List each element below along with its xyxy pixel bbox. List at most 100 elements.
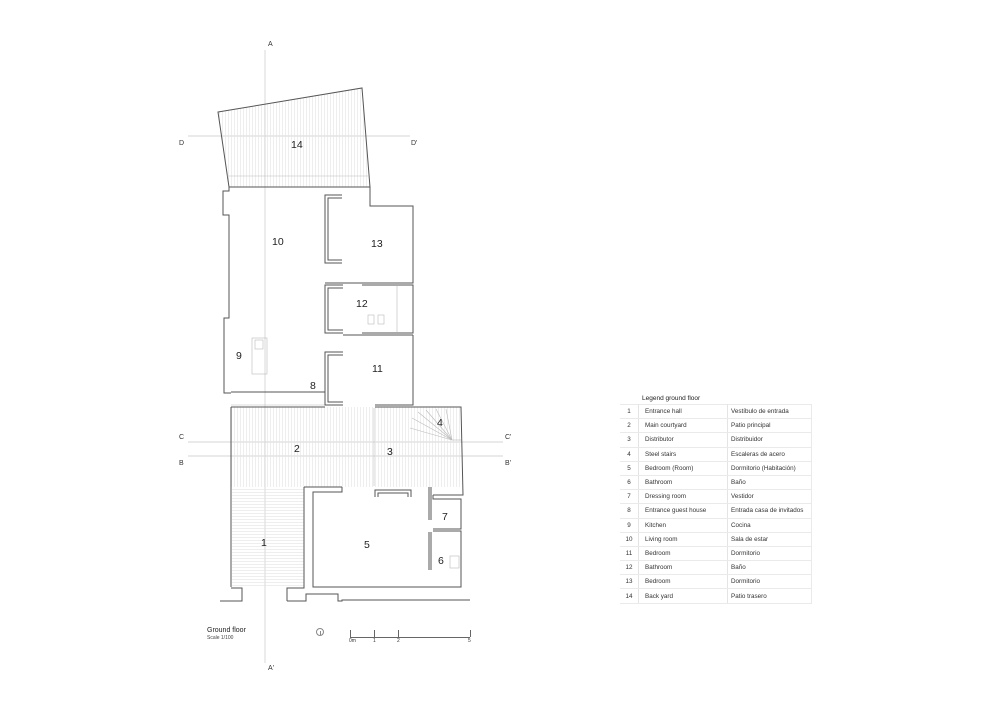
room-1-entrance-hall xyxy=(220,486,342,602)
legend-en: Back yard xyxy=(638,588,728,604)
legend-num: 3 xyxy=(620,432,639,448)
drawing-title-block: Ground floor Scale 1/100 xyxy=(207,627,246,642)
room-label-12: 12 xyxy=(356,298,368,310)
legend-num: 6 xyxy=(620,474,639,491)
room-label-6: 6 xyxy=(438,555,444,567)
section-label-c-start: C xyxy=(179,434,184,441)
section-label-c-end: C' xyxy=(505,434,511,441)
scale-tick xyxy=(398,630,399,637)
room-14-back-yard xyxy=(217,87,371,188)
scale-bar-line xyxy=(350,633,470,638)
legend-en: Bathroom xyxy=(638,560,728,576)
section-label-d-end: D' xyxy=(411,140,417,147)
room-10-living-room xyxy=(222,186,370,406)
legend-es: Baño xyxy=(727,560,812,576)
room-2-main-courtyard xyxy=(230,406,464,587)
room-labels: 1 2 3 4 5 6 7 8 9 10 11 12 13 14 xyxy=(236,139,448,567)
legend-en: Steel stairs xyxy=(638,446,728,462)
room-12-bathroom xyxy=(324,284,414,334)
legend-es: Vestidor xyxy=(727,489,812,505)
scale-bar: 0m 1 2 5 xyxy=(349,630,471,644)
room-label-7: 7 xyxy=(442,511,448,523)
legend-es: Patio principal xyxy=(727,418,812,434)
room-label-2: 2 xyxy=(294,443,300,455)
legend-en: Bedroom (Room) xyxy=(638,460,728,476)
scale-tick xyxy=(350,630,351,637)
legend-en: Entrance guest house xyxy=(638,503,728,519)
legend-num: 4 xyxy=(620,446,639,462)
section-labels: A A' D D' C C' B B' xyxy=(179,41,511,672)
legend-es: Sala de estar xyxy=(727,531,812,547)
legend-es: Distribuidor xyxy=(727,432,812,448)
legend-es: Dormitorio xyxy=(727,545,812,562)
legend-es: Entrada casa de invitados xyxy=(727,503,812,519)
legend-title: Legend ground floor xyxy=(642,395,701,402)
legend-num: 13 xyxy=(620,574,639,590)
legend-es: Patio trasero xyxy=(727,588,812,604)
scale-tick xyxy=(374,630,375,637)
scale-label: 1 xyxy=(373,638,376,644)
section-label-a-start: A xyxy=(268,41,273,48)
legend-es: Cocina xyxy=(727,517,812,533)
legend-num: 12 xyxy=(620,560,639,576)
legend-en: Bathroom xyxy=(638,474,728,491)
legend-num: 7 xyxy=(620,489,639,505)
legend-es: Baño xyxy=(727,474,812,491)
legend-en: Distributor xyxy=(638,432,728,448)
legend-en: Bedroom xyxy=(638,574,728,590)
legend-es: Dormitorio xyxy=(727,574,812,590)
room-13-bedroom xyxy=(324,187,414,284)
legend-es: Vestíbulo de entrada xyxy=(727,403,812,420)
scale-tick xyxy=(470,630,471,637)
legend-num: 2 xyxy=(620,418,639,434)
scale-label: 2 xyxy=(397,638,400,644)
room-label-1: 1 xyxy=(261,537,267,549)
drawing-title: Ground floor xyxy=(207,627,246,634)
room-label-10: 10 xyxy=(272,236,284,248)
room-label-4: 4 xyxy=(437,417,443,429)
room-11-bedroom xyxy=(324,334,414,406)
legend-es: Dormitorio (Habitación) xyxy=(727,460,812,476)
scale-label: 0m xyxy=(349,638,356,644)
room-6-bathroom xyxy=(433,530,462,587)
room-label-5: 5 xyxy=(364,539,370,551)
room-label-3: 3 xyxy=(387,446,393,458)
north-arrow-icon xyxy=(316,628,324,636)
legend-num: 5 xyxy=(620,460,639,476)
room-label-8: 8 xyxy=(310,380,316,392)
room-label-13: 13 xyxy=(371,238,383,250)
legend-num: 14 xyxy=(620,588,639,604)
section-label-a-end: A' xyxy=(268,665,274,672)
section-label-d-start: D xyxy=(179,140,184,147)
legend-en: Bedroom xyxy=(638,545,728,562)
legend-num: 9 xyxy=(620,517,639,533)
legend-en: Kitchen xyxy=(638,517,728,533)
street-front xyxy=(287,593,470,602)
legend-num: 1 xyxy=(620,403,639,420)
drawing-scale: Scale 1/100 xyxy=(207,635,234,641)
section-label-b-start: B xyxy=(179,460,184,467)
legend-en: Main courtyard xyxy=(638,418,728,434)
legend-es: Escaleras de acero xyxy=(727,446,812,462)
room-label-11: 11 xyxy=(372,363,383,375)
legend-en: Dressing room xyxy=(638,489,728,505)
room-label-14: 14 xyxy=(291,139,303,151)
section-label-b-end: B' xyxy=(505,460,511,467)
room-7-dressing-room xyxy=(432,495,462,530)
